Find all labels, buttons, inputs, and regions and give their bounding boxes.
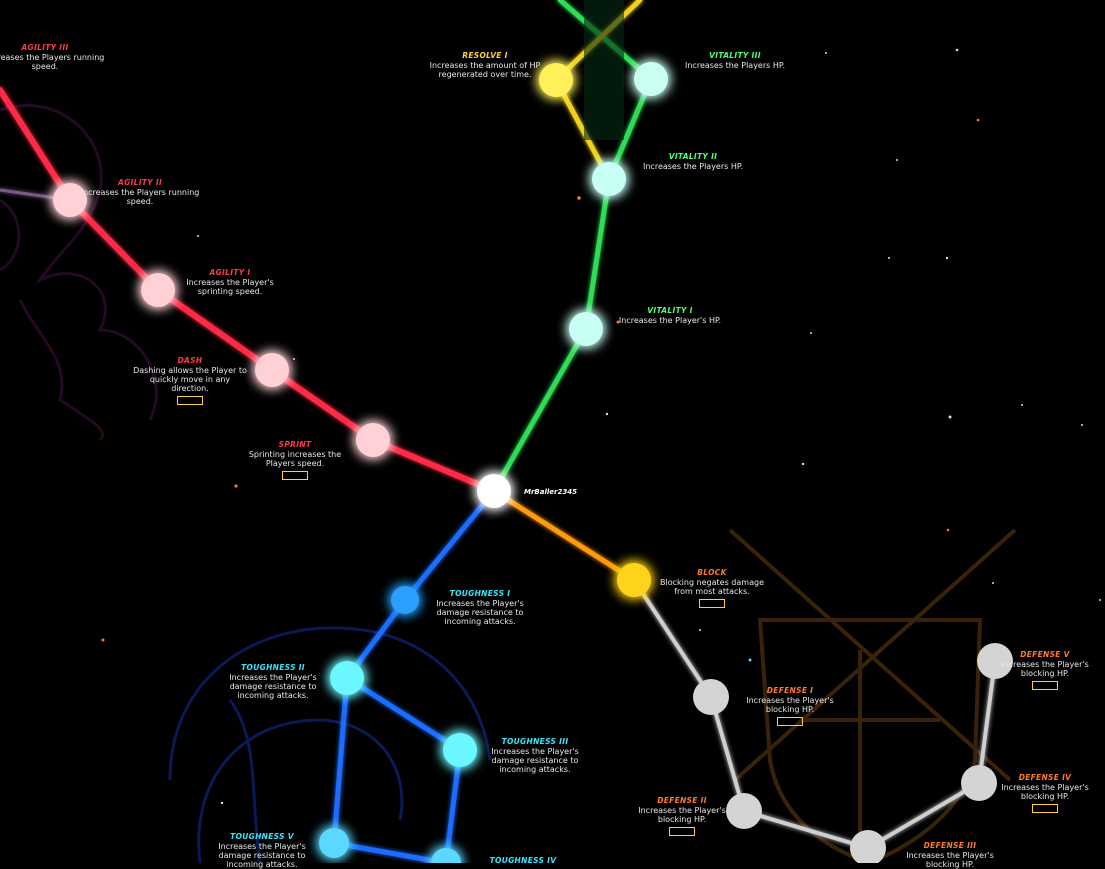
label-defense4: DEFENSE IV Increases the Player's blocki… (985, 773, 1105, 815)
node-defense2[interactable] (726, 793, 762, 829)
node-resolve1[interactable] (539, 63, 573, 97)
node-vitality1[interactable] (569, 312, 603, 346)
title: AGILITY II (117, 178, 163, 187)
ember-field (101, 118, 980, 642)
locked-nodes[interactable] (693, 643, 1013, 863)
desc: Sprinting increases the Players speed. (248, 450, 342, 468)
node-block[interactable] (617, 563, 651, 597)
helmet-emblem (168, 626, 492, 863)
node-toughness1[interactable] (391, 586, 419, 614)
label-sprint: SPRINT Sprinting increases the Players s… (235, 440, 355, 482)
node-vitality2[interactable] (592, 162, 626, 196)
unlock-button[interactable] (177, 396, 203, 405)
desc: Increases the Player's damage resistance… (436, 599, 524, 626)
label-toughness1: TOUGHNESS I Increases the Player's damag… (420, 589, 540, 626)
desc: Dashing allows the Player to quickly mov… (133, 366, 247, 393)
star-field (197, 48, 1101, 805)
desc: Increases the Players HP. (643, 162, 743, 171)
unlock-button[interactable] (777, 717, 803, 726)
title: DEFENSE III (923, 841, 977, 850)
title: TOUGHNESS V (230, 832, 294, 841)
label-agility1: AGILITY I Increases the Player's sprinti… (170, 268, 290, 296)
node-defense1[interactable] (693, 679, 729, 715)
node-agility2[interactable] (53, 183, 87, 217)
label-defense2: DEFENSE II Increases the Player's blocki… (622, 796, 742, 838)
skill-nodes[interactable] (53, 62, 668, 863)
label-block: BLOCK Blocking negates damage from most … (652, 568, 772, 610)
title: SPRINT (278, 440, 312, 449)
title: DEFENSE II (657, 796, 707, 805)
title: TOUGHNESS IV (489, 856, 557, 865)
desc: Increases the Player's damage resistance… (229, 673, 317, 700)
connection-lines (0, 0, 997, 863)
node-defense5[interactable] (977, 643, 1013, 679)
node-toughness2[interactable] (330, 661, 364, 695)
node-sprint[interactable] (356, 423, 390, 457)
unlock-button[interactable] (1032, 681, 1058, 690)
desc: Increases the Player's blocking HP. (1001, 660, 1089, 678)
desc: Increases the Player's blocking HP. (906, 851, 994, 869)
node-vitality3[interactable] (634, 62, 668, 96)
desc: Increases the Player's sprinting speed. (186, 278, 274, 296)
title: DEFENSE IV (1018, 773, 1072, 782)
label-agility3: AGILITY III Increases the Players runnin… (0, 43, 105, 71)
node-toughness3[interactable] (443, 733, 477, 767)
label-toughness3: TOUGHNESS III Increases the Player's dam… (475, 737, 595, 774)
title: DEFENSE I (766, 686, 814, 695)
node-agility1[interactable] (141, 273, 175, 307)
unlock-button[interactable] (1032, 804, 1058, 813)
desc: Increases the amount of HP regenerated o… (429, 61, 541, 79)
label-vitality1: VITALITY I Increases the Player's HP. (610, 306, 730, 325)
title: DEFENSE V (1020, 650, 1070, 659)
label-agility2: AGILITY II Increases the Players running… (80, 178, 200, 206)
title: VITALITY I (647, 306, 693, 315)
player-name: MrBaller2345 (524, 488, 577, 496)
title: TOUGHNESS III (501, 737, 569, 746)
desc: Increases the Player's blocking HP. (746, 696, 834, 714)
node-player[interactable] (477, 474, 511, 508)
label-toughness4: TOUGHNESS IV (463, 856, 583, 866)
node-toughness4[interactable] (431, 848, 461, 863)
node-toughness5[interactable] (319, 828, 349, 858)
label-toughness5: TOUGHNESS V Increases the Player's damag… (202, 832, 322, 869)
desc: Blocking negates damage from most attack… (660, 578, 764, 596)
node-defense3[interactable] (850, 830, 886, 863)
desc: Increases the Players HP. (685, 61, 785, 70)
desc: Increases the Players running speed. (80, 188, 200, 206)
label-defense3: DEFENSE III Increases the Player's block… (890, 841, 1010, 869)
desc: Increases the Player's blocking HP. (1001, 783, 1089, 801)
title: TOUGHNESS II (241, 663, 305, 672)
node-dash[interactable] (255, 353, 289, 387)
title: VITALITY III (709, 51, 761, 60)
label-vitality2: VITALITY II Increases the Players HP. (633, 152, 753, 171)
label-defense1: DEFENSE I Increases the Player's blockin… (730, 686, 850, 728)
title: AGILITY III (21, 43, 69, 52)
label-toughness2: TOUGHNESS II Increases the Player's dama… (213, 663, 333, 700)
wing-emblem (0, 104, 158, 442)
label-vitality3: VITALITY III Increases the Players HP. (675, 51, 795, 70)
desc: Increases the Player's damage resistance… (218, 842, 306, 869)
title: AGILITY I (209, 268, 251, 277)
desc: Increases the Players running speed. (0, 53, 105, 71)
desc: Increases the Player's damage resistance… (491, 747, 579, 774)
node-defense4[interactable] (961, 765, 997, 801)
unlock-button[interactable] (282, 471, 308, 480)
desc: Increases the Player's HP. (618, 316, 722, 325)
title: BLOCK (697, 568, 727, 577)
label-resolve1: RESOLVE I Increases the amount of HP reg… (425, 51, 545, 79)
label-defense5: DEFENSE V Increases the Player's blockin… (985, 650, 1105, 692)
top-pillar (584, 0, 624, 140)
label-dash: DASH Dashing allows the Player to quickl… (130, 356, 250, 407)
desc: Increases the Player's blocking HP. (638, 806, 726, 824)
title: DASH (177, 356, 203, 365)
title: RESOLVE I (462, 51, 508, 60)
unlock-button[interactable] (699, 599, 725, 608)
unlock-button[interactable] (669, 827, 695, 836)
title: VITALITY II (668, 152, 718, 161)
title: TOUGHNESS I (449, 589, 511, 598)
